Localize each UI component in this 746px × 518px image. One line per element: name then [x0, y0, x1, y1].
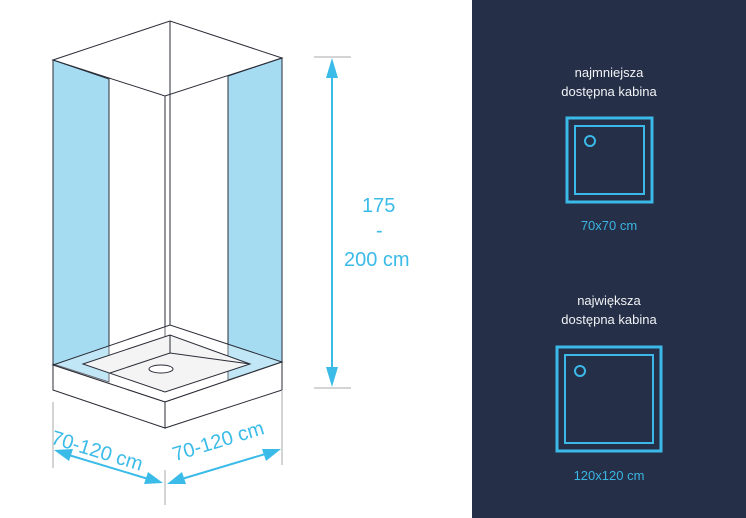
caption-line: dostępna kabina — [561, 312, 657, 327]
drain-icon — [148, 364, 174, 374]
tray-icons — [555, 116, 663, 453]
min-tray-inner — [574, 125, 645, 195]
height-dimension — [314, 56, 351, 389]
height-label-top: 175 — [362, 195, 396, 217]
cabin-size-panel: najmniejsza dostępna kabina 70x70 cm naj… — [472, 0, 746, 518]
left-glass-panel — [52, 59, 110, 383]
width-dimensions — [52, 390, 283, 505]
caption-line: najmniejsza — [574, 65, 644, 80]
max-drain-icon — [574, 365, 586, 377]
max-tray-outer — [555, 345, 663, 453]
min-cabin-size: 70x70 cm — [580, 218, 638, 233]
min-cabin-caption: najmniejsza dostępna kabina — [472, 63, 746, 101]
caption-line: największa — [577, 293, 641, 308]
max-cabin-size: 120x120 cm — [573, 468, 645, 483]
max-cabin-caption: największa dostępna kabina — [472, 291, 746, 329]
max-tray-inner — [564, 354, 654, 444]
caption-line: dostępna kabina — [561, 84, 657, 99]
right-glass-panel — [227, 57, 283, 381]
height-label-bottom: 200 cm — [344, 249, 410, 271]
min-tray-outer — [565, 116, 654, 204]
min-drain-icon — [584, 135, 596, 147]
height-label-sep: - — [376, 220, 383, 242]
